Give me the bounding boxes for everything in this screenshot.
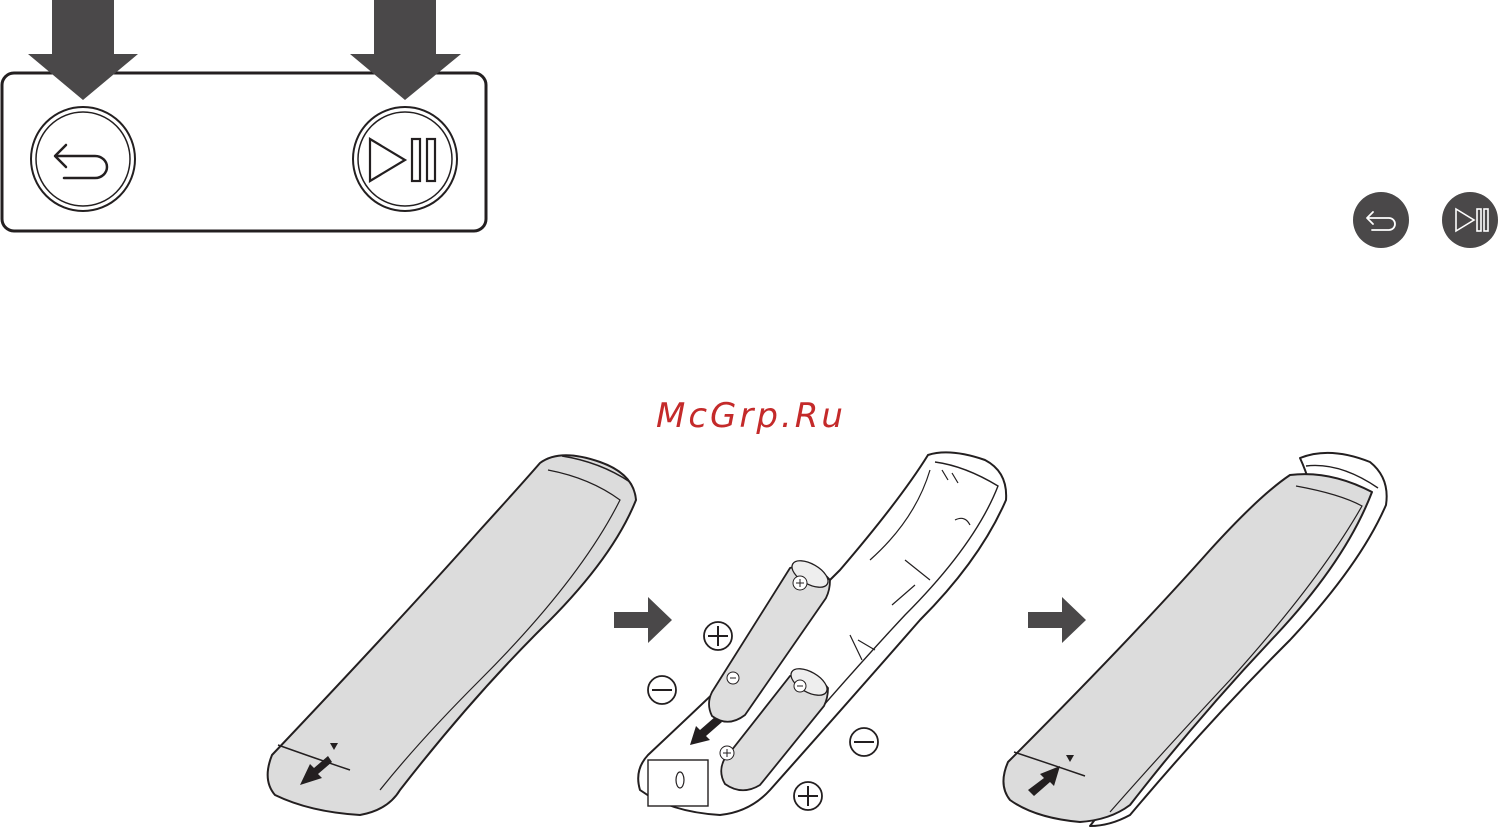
button-panel [2,0,486,231]
return-button[interactable] [31,107,135,211]
positive-polarity-icon [704,622,732,650]
watermark: McGrp.Ru [656,396,846,436]
remote-battery-compartment [638,452,1006,815]
return-icon [1353,192,1409,248]
positive-polarity-icon [794,782,822,810]
negative-polarity-icon [648,676,676,704]
remote-cover-replaced [1003,453,1386,826]
legend-icons [1353,192,1498,248]
next-step-arrow-icon [1028,597,1086,643]
play-pause-button[interactable] [353,107,457,211]
next-step-arrow-icon [614,597,672,643]
play-pause-icon [1442,192,1498,248]
negative-polarity-icon [850,728,878,756]
remote-cover-closed [268,455,636,815]
